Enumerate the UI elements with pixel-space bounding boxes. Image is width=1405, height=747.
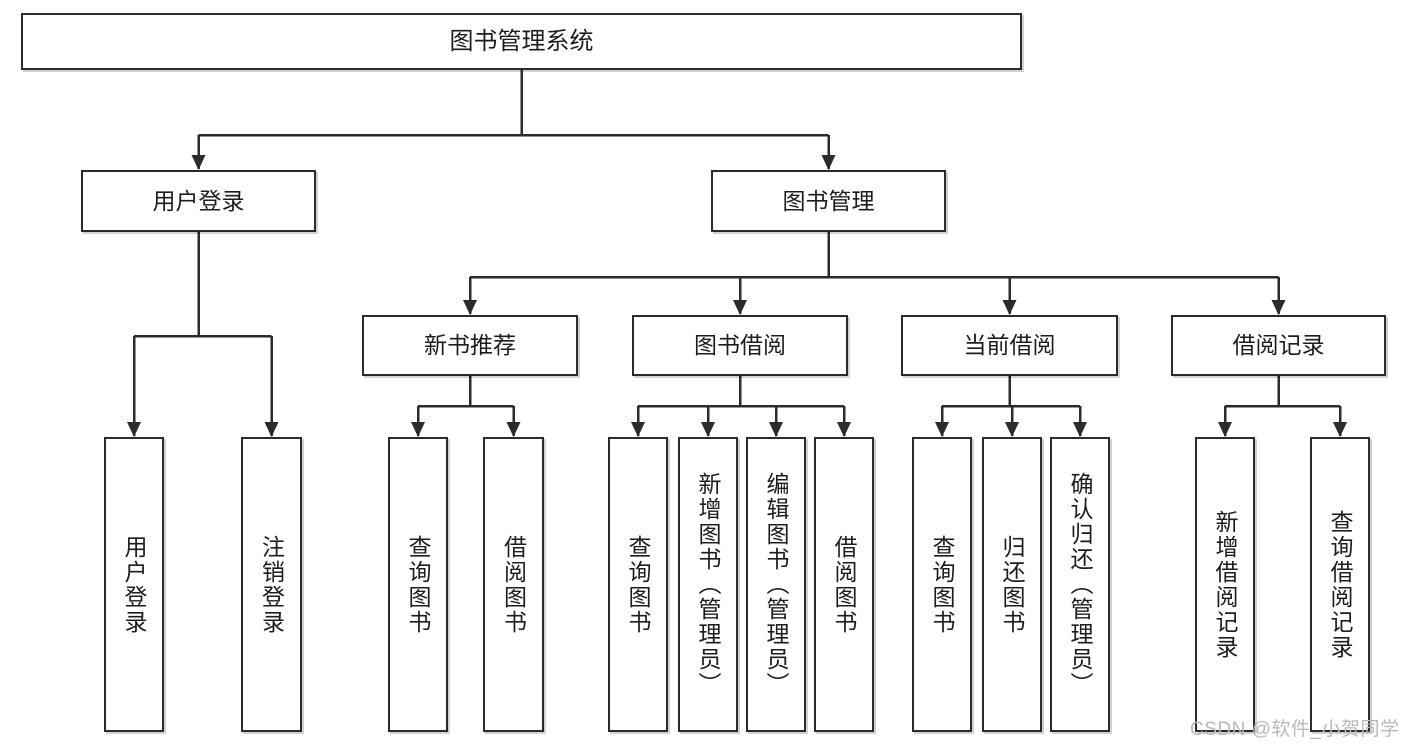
node-root[interactable]: 图书管理系统 bbox=[21, 13, 1022, 70]
node-label: 新增借阅记录 bbox=[1212, 509, 1239, 660]
node-user-login[interactable]: 用户登录 bbox=[81, 170, 316, 232]
node-label: 用户登录 bbox=[152, 187, 245, 214]
node-borrow-record[interactable]: 借阅记录 bbox=[1171, 315, 1386, 376]
node-label: 图书管理系统 bbox=[449, 27, 594, 55]
node-leaf-query-book-rec[interactable]: 查询图书 bbox=[388, 437, 448, 732]
node-leaf-return-book[interactable]: 归还图书 bbox=[982, 437, 1042, 732]
node-label: 用户登录 bbox=[121, 534, 148, 635]
node-label: 注销登录 bbox=[258, 534, 285, 635]
node-label: 当前借阅 bbox=[963, 332, 1056, 359]
node-label: 借阅记录 bbox=[1232, 332, 1325, 359]
node-label: 借阅图书 bbox=[831, 534, 858, 635]
node-leaf-edit-book[interactable]: 编辑图书（管理员） bbox=[746, 437, 806, 732]
node-leaf-borrow-book-rec[interactable]: 借阅图书 bbox=[483, 437, 544, 732]
node-label: 编辑图书（管理员） bbox=[763, 472, 790, 697]
node-book-borrow[interactable]: 图书借阅 bbox=[632, 315, 848, 376]
node-leaf-user-login[interactable]: 用户登录 bbox=[104, 437, 164, 732]
node-label: 图书管理 bbox=[782, 187, 875, 214]
node-label: 查询借阅记录 bbox=[1327, 509, 1354, 660]
node-leaf-add-record[interactable]: 新增借阅记录 bbox=[1195, 437, 1255, 732]
node-label: 确认归还（管理员） bbox=[1067, 472, 1094, 697]
node-leaf-confirm-return[interactable]: 确认归还（管理员） bbox=[1050, 437, 1110, 732]
node-new-book-rec[interactable]: 新书推荐 bbox=[362, 315, 578, 376]
node-leaf-query-book-bb[interactable]: 查询图书 bbox=[608, 437, 668, 732]
node-label: 图书借阅 bbox=[694, 332, 786, 359]
node-label: 新书推荐 bbox=[424, 332, 516, 359]
node-label: 查询图书 bbox=[929, 534, 956, 635]
node-leaf-borrow-book-bb[interactable]: 借阅图书 bbox=[814, 437, 874, 732]
node-leaf-query-record[interactable]: 查询借阅记录 bbox=[1310, 437, 1370, 732]
node-leaf-add-book[interactable]: 新增图书（管理员） bbox=[678, 437, 738, 732]
watermark-text: CSDN @软件_小贺同学 bbox=[1190, 719, 1400, 740]
node-current-borrow[interactable]: 当前借阅 bbox=[901, 315, 1118, 376]
node-label: 查询图书 bbox=[625, 534, 652, 635]
node-book-manage[interactable]: 图书管理 bbox=[711, 170, 946, 232]
node-leaf-logout[interactable]: 注销登录 bbox=[241, 437, 302, 732]
node-label: 新增图书（管理员） bbox=[695, 472, 722, 697]
node-leaf-query-book-cb[interactable]: 查询图书 bbox=[912, 437, 972, 732]
node-label: 借阅图书 bbox=[500, 534, 527, 635]
node-label: 归还图书 bbox=[999, 534, 1026, 635]
node-label: 查询图书 bbox=[405, 534, 432, 635]
